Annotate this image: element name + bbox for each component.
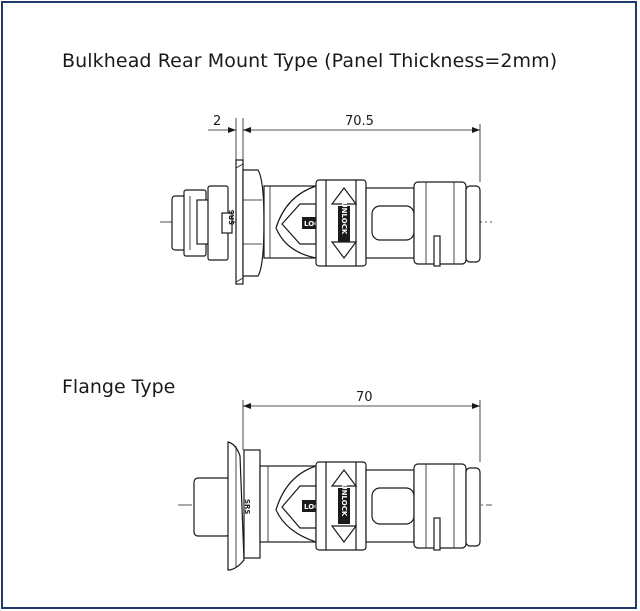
flange-unlock-label: UNLOCK: [340, 484, 348, 517]
dimension-panel-thickness-value: 2: [213, 114, 221, 129]
flange-srs-mark: SRS: [243, 499, 251, 514]
bulkhead-drawing: 2 70.5 SRS: [160, 114, 492, 285]
unlock-label-box: [338, 206, 350, 242]
dimension-length-flange-value: 70: [356, 390, 373, 405]
section-title-flange: Flange Type: [62, 376, 176, 398]
flange-unlock-arrow-down: [330, 525, 358, 543]
flange-unlock-label-box: [338, 488, 350, 524]
srs-mark-text: SRS: [228, 210, 236, 225]
flange-cable-gland: [465, 467, 481, 547]
flange-plug-window: [371, 487, 415, 525]
dimension-length-bulkhead-value: 70.5: [345, 114, 374, 129]
srs-mark-box: [221, 212, 233, 234]
flange-clamp-slot: [433, 517, 441, 551]
front-hex-nut: [242, 169, 265, 277]
unlock-label: UNLOCK: [340, 202, 348, 235]
plug-window: [371, 205, 415, 241]
flange-lock-label: LOCK: [304, 503, 325, 511]
lock-label: LOCK: [304, 220, 325, 228]
flange-unlock-arrow-up: [330, 469, 358, 487]
section-title-bulkhead: Bulkhead Rear Mount Type (Panel Thicknes…: [62, 50, 558, 72]
unlock-arrow-up: [330, 187, 358, 205]
clamp-slot: [433, 235, 441, 267]
dimension-length-flange: 70: [242, 390, 481, 462]
panel-section: [235, 159, 244, 285]
flange-drawing: 70 SRS LOCK UNLOCK: [178, 390, 492, 571]
cable-gland: [465, 185, 481, 263]
dimension-length-bulkhead: 70.5: [243, 114, 481, 182]
flange-rear-body: [193, 477, 231, 537]
